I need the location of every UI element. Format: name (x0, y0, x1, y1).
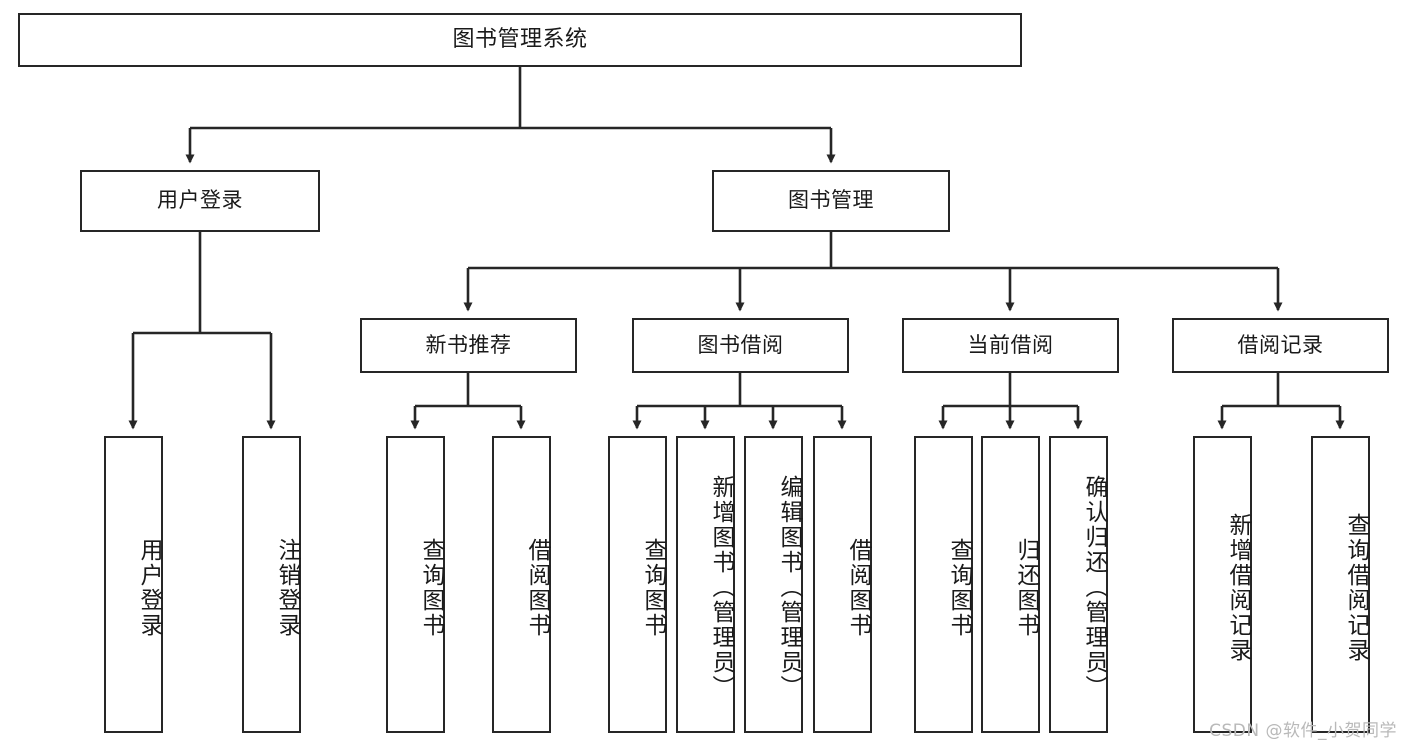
leaf-book-borrow-edit[interactable]: 编辑图书（管理员） (744, 436, 803, 733)
leaf-label: 查询借阅记录 (1343, 512, 1369, 663)
leaf-label: 归还图书 (1013, 537, 1039, 638)
leaf-label: 查询图书 (946, 537, 972, 638)
node-user-login[interactable]: 用户登录 (80, 170, 320, 232)
leaf-borrow-record-query[interactable]: 查询借阅记录 (1311, 436, 1370, 733)
leaf-label: 查询图书 (640, 537, 666, 638)
node-borrow-record[interactable]: 借阅记录 (1172, 318, 1389, 373)
leaf-current-borrow-query[interactable]: 查询图书 (914, 436, 973, 733)
leaf-label: 新增借阅记录 (1225, 512, 1251, 663)
leaf-label: 用户登录 (136, 537, 162, 638)
leaf-borrow-record-add[interactable]: 新增借阅记录 (1193, 436, 1252, 733)
leaf-book-borrow-add[interactable]: 新增图书（管理员） (676, 436, 735, 733)
leaf-book-borrow-borrow[interactable]: 借阅图书 (813, 436, 872, 733)
node-root-system[interactable]: 图书管理系统 (18, 13, 1022, 67)
node-book-management[interactable]: 图书管理 (712, 170, 950, 232)
node-current-borrow[interactable]: 当前借阅 (902, 318, 1119, 373)
node-new-book-recommend[interactable]: 新书推荐 (360, 318, 577, 373)
leaf-label: 新增图书（管理员） (708, 475, 734, 700)
leaf-label: 借阅图书 (845, 537, 871, 638)
csdn-watermark: CSDN @软件_小贺同学 (1209, 721, 1397, 741)
leaf-label: 借阅图书 (524, 537, 550, 638)
leaf-user-login-signout[interactable]: 注销登录 (242, 436, 301, 733)
leaf-book-borrow-query[interactable]: 查询图书 (608, 436, 667, 733)
leaf-user-login-signin[interactable]: 用户登录 (104, 436, 163, 733)
leaf-new-book-borrow[interactable]: 借阅图书 (492, 436, 551, 733)
leaf-label: 编辑图书（管理员） (776, 475, 802, 700)
leaf-label: 确认归还（管理员） (1081, 475, 1107, 700)
leaf-new-book-query[interactable]: 查询图书 (386, 436, 445, 733)
leaf-label: 注销登录 (274, 537, 300, 638)
leaf-current-borrow-return[interactable]: 归还图书 (981, 436, 1040, 733)
node-book-borrow[interactable]: 图书借阅 (632, 318, 849, 373)
leaf-label: 查询图书 (418, 537, 444, 638)
leaf-current-borrow-confirm-return[interactable]: 确认归还（管理员） (1049, 436, 1108, 733)
